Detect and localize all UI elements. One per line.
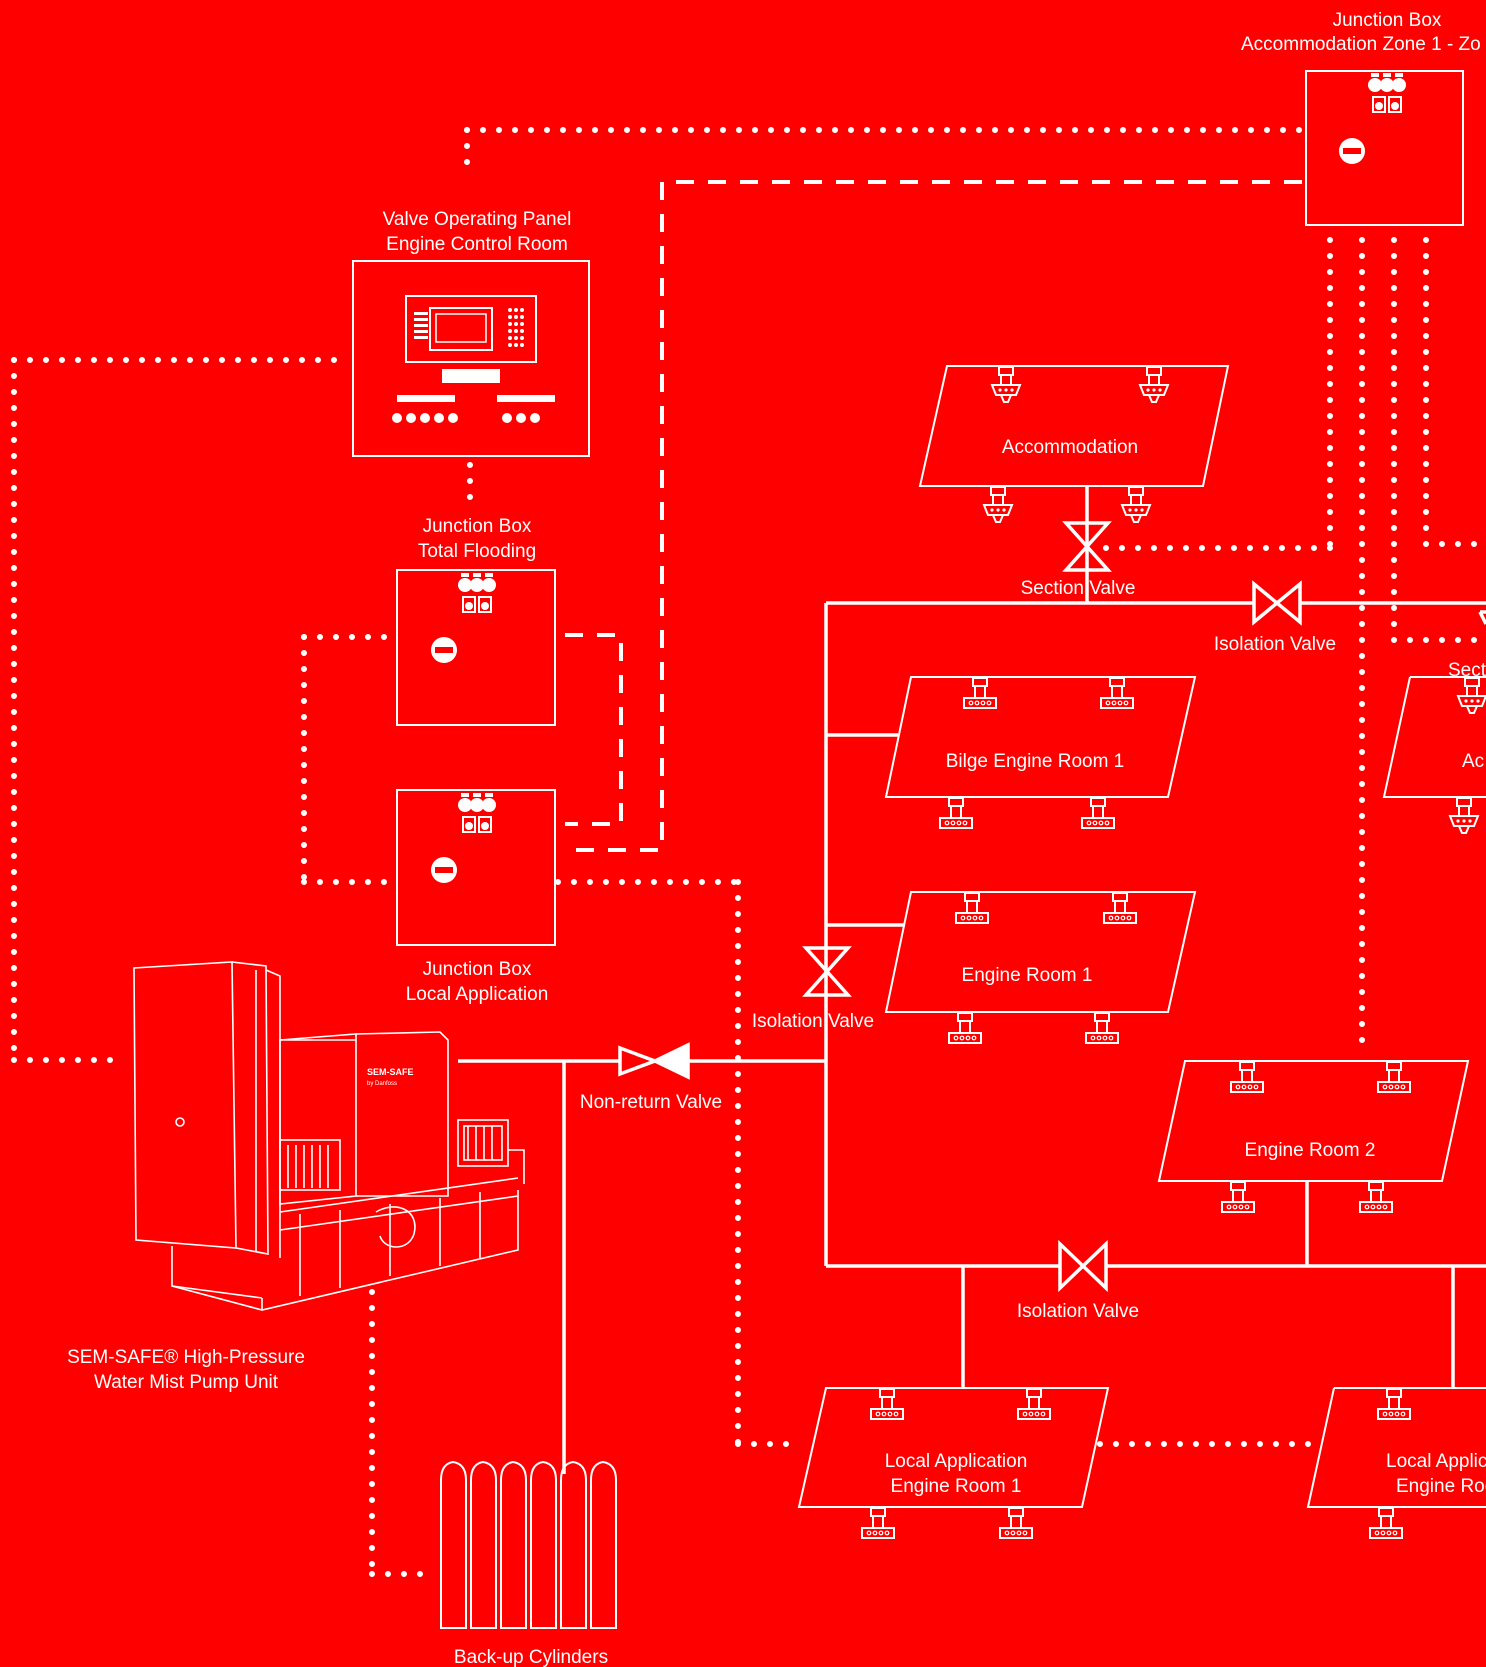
room-local-application-2-line1: Local Applic: [1386, 1451, 1486, 1472]
room-bilge-engine-room-1-label: Bilge Engine Room 1: [946, 751, 1125, 772]
junction-box-total-title: Junction Box: [423, 516, 532, 537]
isolation-valve-bottom-label: Isolation Valve: [1017, 1301, 1139, 1322]
backup-cylinders-label: Back-up Cylinders: [454, 1647, 608, 1667]
junction-box-zone-title: Junction Box: [1333, 10, 1442, 31]
junction-box-accommodation-zone: [1306, 71, 1463, 225]
room-engine-room-2-label: Engine Room 2: [1245, 1140, 1376, 1161]
room-accommodation-right-label: Ac: [1462, 751, 1484, 772]
backup-cylinders: [441, 1462, 616, 1628]
isolation-valve-top-label: Isolation Valve: [1214, 634, 1336, 655]
isolation-valve-top: [1254, 584, 1300, 622]
control-dashed-lines: [565, 182, 1302, 850]
junction-box-local-title: Junction Box: [423, 959, 532, 980]
room-accommodation-label: Accommodation: [1002, 437, 1138, 458]
junction-box-local-subtitle: Local Application: [406, 984, 549, 1005]
pump-unit-title: SEM-SAFE® High-Pressure: [67, 1347, 305, 1368]
valve-panel-title: Valve Operating Panel: [383, 209, 572, 230]
junction-box-local-application: [397, 790, 555, 945]
room-engine-room-1-label: Engine Room 1: [962, 965, 1093, 986]
pump-logo: SEM-SAFE: [367, 1067, 414, 1077]
non-return-valve-label: Non-return Valve: [580, 1092, 722, 1113]
room-local-application-1-line1: Local Application: [885, 1451, 1028, 1472]
valve-operating-panel: [353, 261, 589, 456]
room-local-application-1-line2: Engine Room 1: [891, 1476, 1022, 1497]
room-local-application-2-line2: Engine Roo: [1396, 1476, 1486, 1497]
section-valve-right: [1480, 612, 1486, 624]
pump-unit-subtitle: Water Mist Pump Unit: [94, 1372, 279, 1393]
valve-panel-subtitle: Engine Control Room: [386, 234, 568, 255]
section-valve-label: Section Valve: [1021, 578, 1136, 599]
junction-box-total-flooding: [397, 570, 555, 725]
isolation-valve-bottom: [1060, 1244, 1106, 1288]
room-engine-room-2: [1159, 1061, 1468, 1212]
non-return-valve: [620, 1045, 688, 1077]
junction-box-total-subtitle: Total Flooding: [418, 541, 536, 562]
pump-unit-illustration: [134, 962, 524, 1310]
junction-box-zone-subtitle: Accommodation Zone 1 - Zo: [1241, 34, 1481, 55]
pump-logo-sub: by Danfoss: [367, 1081, 397, 1087]
isolation-valve-left-label: Isolation Valve: [752, 1011, 874, 1032]
